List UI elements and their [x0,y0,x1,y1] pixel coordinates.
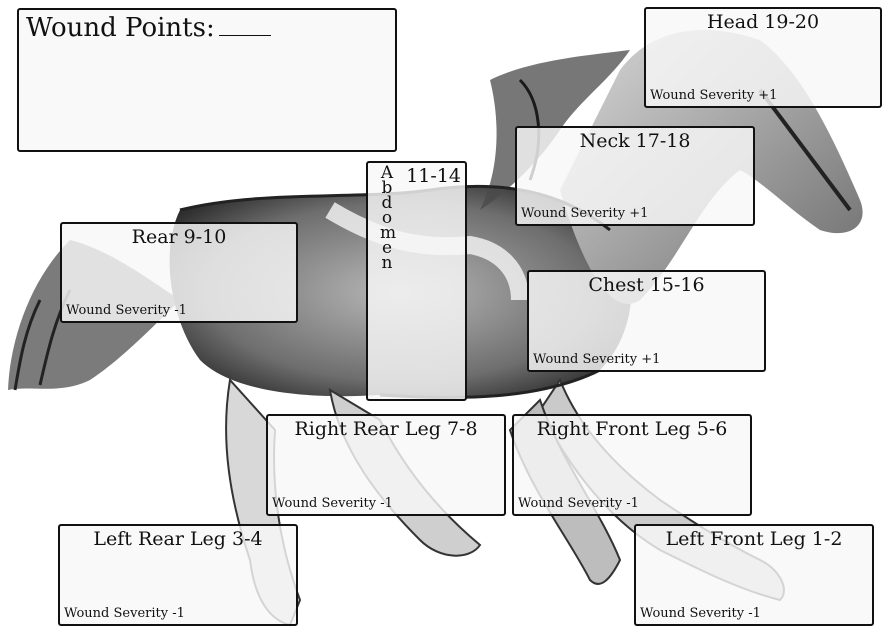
right-front-leg-title: Right Front Leg 5-6 [536,418,728,440]
wound-points-label: Wound Points: [26,13,215,43]
abdomen-vertical-label: Abdomen [380,163,397,273]
chest-box[interactable]: Chest 15-16 Wound Severity +1 [527,270,766,372]
neck-severity: Wound Severity +1 [521,206,649,221]
right-rear-leg-box[interactable]: Right Rear Leg 7-8 Wound Severity -1 [266,414,506,516]
right-front-leg-severity: Wound Severity -1 [518,496,639,511]
left-front-leg-severity: Wound Severity -1 [640,606,761,621]
head-title: Head 19-20 [706,11,820,33]
wound-points-title: Wound Points: [26,13,271,43]
head-box[interactable]: Head 19-20 Wound Severity +1 [644,7,882,108]
right-rear-leg-title: Right Rear Leg 7-8 [294,418,478,440]
right-front-leg-box[interactable]: Right Front Leg 5-6 Wound Severity -1 [512,414,752,516]
left-rear-leg-severity: Wound Severity -1 [64,606,185,621]
abdomen-box[interactable]: Abdomen 11-14 [366,161,467,401]
left-rear-leg-box[interactable]: Left Rear Leg 3-4 Wound Severity -1 [58,524,298,626]
chest-title: Chest 15-16 [588,274,705,296]
chest-severity: Wound Severity +1 [533,352,661,367]
wound-points-box[interactable]: Wound Points: [17,8,397,152]
left-front-leg-box[interactable]: Left Front Leg 1-2 Wound Severity -1 [634,524,874,626]
right-rear-leg-severity: Wound Severity -1 [272,496,393,511]
rear-box[interactable]: Rear 9-10 Wound Severity -1 [60,222,298,323]
left-rear-leg-title: Left Rear Leg 3-4 [93,528,263,550]
rear-title: Rear 9-10 [131,226,227,248]
rear-severity: Wound Severity -1 [66,303,187,318]
neck-title: Neck 17-18 [579,130,691,152]
left-front-leg-title: Left Front Leg 1-2 [665,528,843,550]
wound-points-blank[interactable] [218,15,271,36]
abdomen-range: 11-14 [406,165,461,187]
head-severity: Wound Severity +1 [650,88,778,103]
neck-box[interactable]: Neck 17-18 Wound Severity +1 [515,126,755,226]
